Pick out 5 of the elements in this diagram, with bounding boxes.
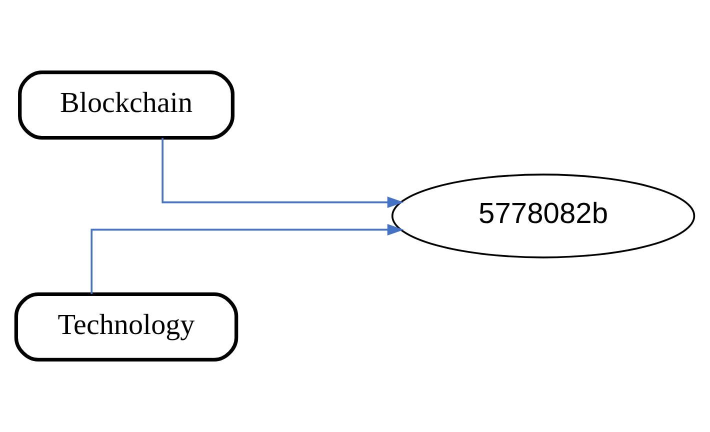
arrow [90,224,404,294]
node-box: Technology [14,292,238,362]
node-ellipse: 5778082b [391,174,696,258]
node-box: Blockchain [18,70,234,140]
arrow [162,138,404,208]
